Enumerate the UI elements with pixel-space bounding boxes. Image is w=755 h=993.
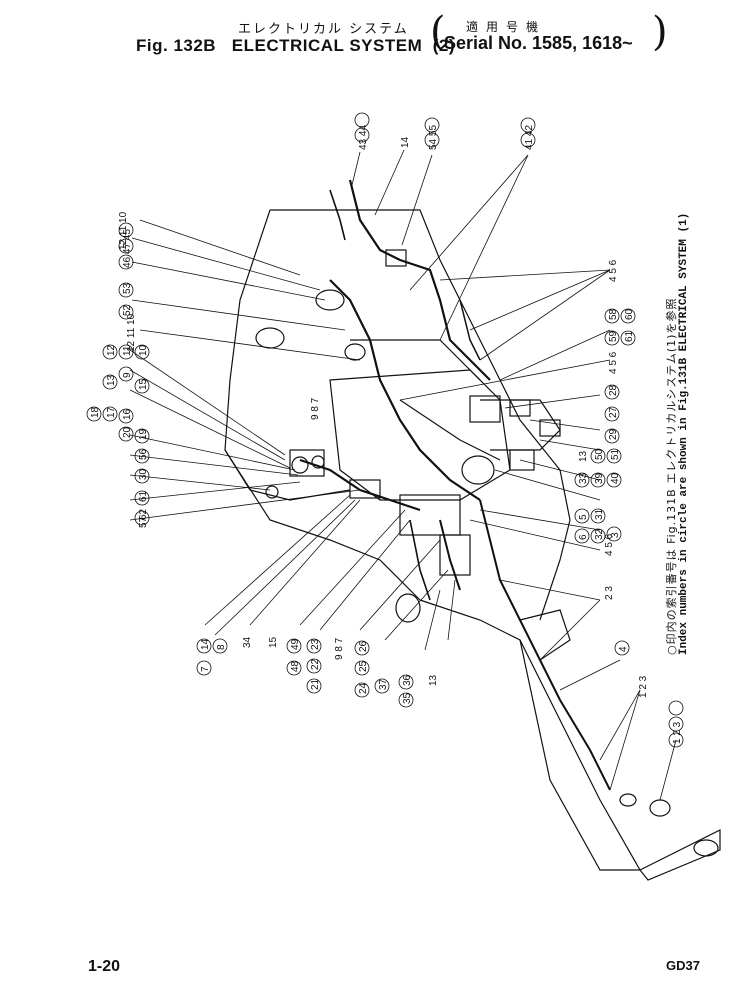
callout-1-2-3-circle: 1 2 3: [672, 721, 683, 744]
callout-51: 51: [610, 448, 621, 460]
callout-20: 20: [122, 426, 133, 438]
callout-17: 17: [106, 406, 117, 418]
callout-11: 11: [122, 345, 133, 356]
figure-title: Fig. 132B ELECTRICAL SYSTEM (2): [136, 36, 455, 56]
paren-right: ): [652, 9, 668, 55]
callout-3: 3: [610, 532, 621, 538]
callout-19: 19: [138, 428, 149, 440]
callout-9-8-7-bottom: 9 8 7: [334, 637, 345, 660]
callout-46-47-45: 46 47 45: [122, 229, 133, 268]
figure-part: (2): [432, 36, 455, 55]
callout-39: 39: [594, 472, 605, 484]
callout-35: 35: [402, 692, 413, 704]
callout-8: 8: [216, 644, 227, 650]
machine-outline: [224, 179, 721, 881]
callout-48: 48: [290, 660, 301, 672]
callout-34: 34: [242, 636, 253, 648]
callout-58: 58: [608, 308, 619, 320]
callout-62: 62: [138, 508, 149, 520]
callout-13-bottom: 13: [428, 674, 439, 686]
callout-52: 52: [122, 304, 133, 316]
callout-7: 7: [200, 666, 211, 672]
callout-30: 30: [138, 468, 149, 480]
callout-21: 21: [310, 678, 321, 690]
figure-name: ELECTRICAL SYSTEM: [231, 36, 423, 55]
callout-12-11-10-b: 12 11 10: [126, 313, 137, 352]
callout-4-5-6-b: 4 5 6: [608, 351, 619, 374]
callout-32: 32: [594, 528, 605, 540]
callout-25: 25: [358, 660, 369, 672]
callout-59: 59: [608, 330, 619, 342]
callout-49: 49: [290, 638, 301, 650]
callout-23: 23: [310, 638, 321, 650]
callout-14-top: 14: [400, 136, 411, 148]
callout-24: 24: [358, 682, 369, 694]
callout-37: 37: [378, 678, 389, 690]
leader-lines: [129, 149, 677, 801]
callout-9: 9: [122, 372, 133, 378]
callout-22: 22: [310, 658, 321, 670]
serial-number: Serial No. 1585, 1618~: [444, 33, 633, 53]
callout-50: 50: [594, 448, 605, 460]
paren-left: (: [430, 9, 446, 55]
callout-28: 28: [608, 384, 619, 396]
callout-26: 26: [358, 640, 369, 652]
index-circles: [86, 112, 684, 748]
callout-5: 5: [578, 514, 589, 520]
callout-36: 36: [402, 674, 413, 686]
title-japanese-serial: 適用号機: [466, 20, 547, 34]
callout-61: 61: [138, 490, 149, 502]
callout-33: 33: [578, 472, 589, 484]
callout-12: 12: [106, 344, 117, 356]
callout-14-bottom: 14: [200, 638, 211, 650]
callout-4-r: 4: [618, 646, 629, 652]
figure-number: Fig. 132B: [136, 36, 217, 55]
page-number: 1-20: [88, 958, 121, 975]
callout-53: 53: [122, 282, 133, 294]
callout-29: 29: [608, 428, 619, 440]
callout-12-11-10-a: 12 11 10: [118, 211, 129, 250]
callout-15: 15: [138, 378, 149, 390]
callout-4-5-6-a: 4 5 6: [608, 259, 619, 282]
callout-16: 16: [122, 408, 133, 420]
callout-labels: 43 44 14 54 55 41 42 12 11 10 46 47 45 5…: [90, 125, 683, 744]
callout-10: 10: [138, 344, 149, 356]
callout-9-8-7-mid: 9 8 7: [310, 397, 321, 420]
callout-18: 18: [90, 406, 101, 418]
callout-57: 57: [138, 516, 149, 528]
callout-40: 40: [610, 472, 621, 484]
callout-43-44: 43 44: [358, 125, 369, 150]
callout-41-42: 41 42: [524, 125, 535, 150]
title-japanese: エレクトリカル システム: [238, 22, 409, 37]
callout-6: 6: [578, 534, 589, 540]
callout-54-55: 54 55: [428, 125, 439, 150]
callout-31: 31: [594, 508, 605, 520]
callout-56: 56: [138, 448, 149, 460]
callout-2-3: 2 3: [604, 586, 615, 600]
callout-1-2-3: 1 2 3: [638, 675, 649, 698]
callout-4-5-6-c: 4 5 6: [604, 533, 615, 556]
callout-13: 13: [106, 374, 117, 386]
callout-13-r: 13: [578, 450, 589, 462]
callout-61-r: 61: [624, 330, 635, 342]
callout-60: 60: [624, 308, 635, 320]
callout-27: 27: [608, 406, 619, 418]
drawing-code: GD37: [666, 958, 700, 973]
callout-15-bottom: 15: [268, 636, 279, 648]
